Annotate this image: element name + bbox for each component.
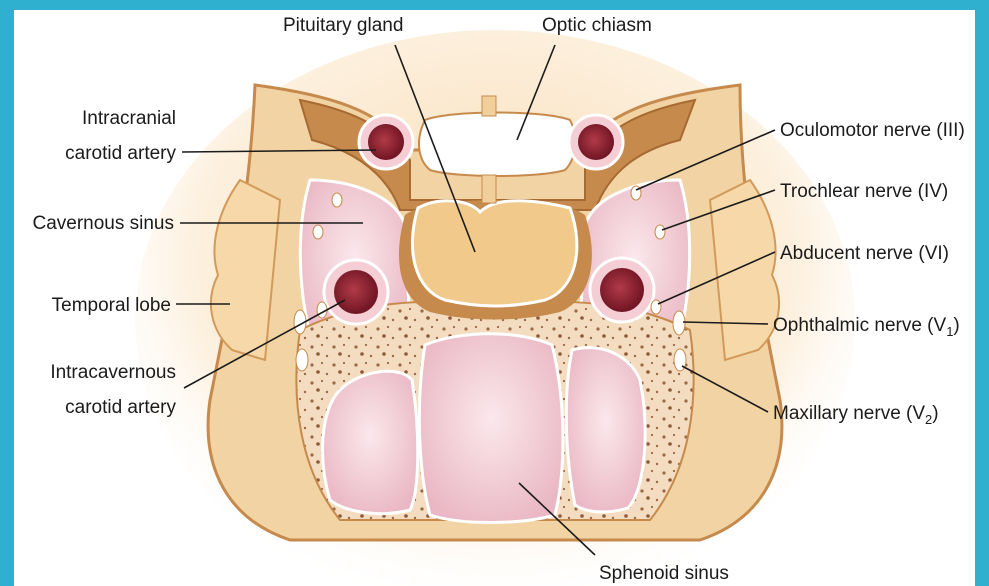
label-intracavernous-line2: carotid artery <box>65 397 176 418</box>
label-temporal-lobe: Temporal lobe <box>52 295 171 316</box>
label-intracavernous-line1: Intracavernous <box>50 362 176 383</box>
intracavernous-carotid-right-lumen <box>600 268 644 312</box>
label-ophthalmic-close: ) <box>953 315 959 336</box>
label-maxillary-main: Maxillary nerve (V <box>773 403 925 424</box>
intracavernous-carotid-left-lumen <box>334 270 378 314</box>
nerve-left-2 <box>313 225 323 239</box>
sphenoid-sinus-right <box>566 348 645 512</box>
label-sphenoid-sinus: Sphenoid sinus <box>599 563 729 584</box>
stalk <box>482 175 496 203</box>
label-maxillary-close: ) <box>932 403 938 424</box>
intracranial-carotid-left-lumen <box>368 124 404 160</box>
label-ophthalmic: Ophthalmic nerve (V1) <box>773 315 960 339</box>
label-optic-chiasm: Optic chiasm <box>542 15 652 36</box>
label-cavernous-sinus: Cavernous sinus <box>32 213 174 234</box>
sphenoid-sinus-left <box>323 371 418 513</box>
stalk-top <box>482 96 496 116</box>
nerve-ophthalmic <box>673 311 685 335</box>
label-ophthalmic-sub: 1 <box>946 324 953 339</box>
label-intracranial-line1: Intracranial <box>82 108 176 129</box>
nerve-abducent <box>651 300 661 314</box>
label-oculomotor: Oculomotor nerve (III) <box>780 120 965 141</box>
label-pituitary-gland: Pituitary gland <box>283 15 403 36</box>
label-maxillary-sub: 2 <box>925 412 932 427</box>
nerve-left-5 <box>296 349 308 371</box>
label-maxillary: Maxillary nerve (V2) <box>773 403 939 427</box>
sphenoid-sinus-middle <box>419 334 563 523</box>
intracranial-carotid-right-lumen <box>578 124 614 160</box>
label-abducent: Abducent nerve (VI) <box>780 243 949 264</box>
nerve-trochlear <box>655 225 665 239</box>
label-trochlear: Trochlear nerve (IV) <box>780 181 948 202</box>
nerve-left-1 <box>332 193 342 207</box>
label-ophthalmic-main: Ophthalmic nerve (V <box>773 315 947 336</box>
label-intracranial-line2: carotid artery <box>65 143 176 164</box>
pituitary-gland-shape <box>412 201 576 306</box>
